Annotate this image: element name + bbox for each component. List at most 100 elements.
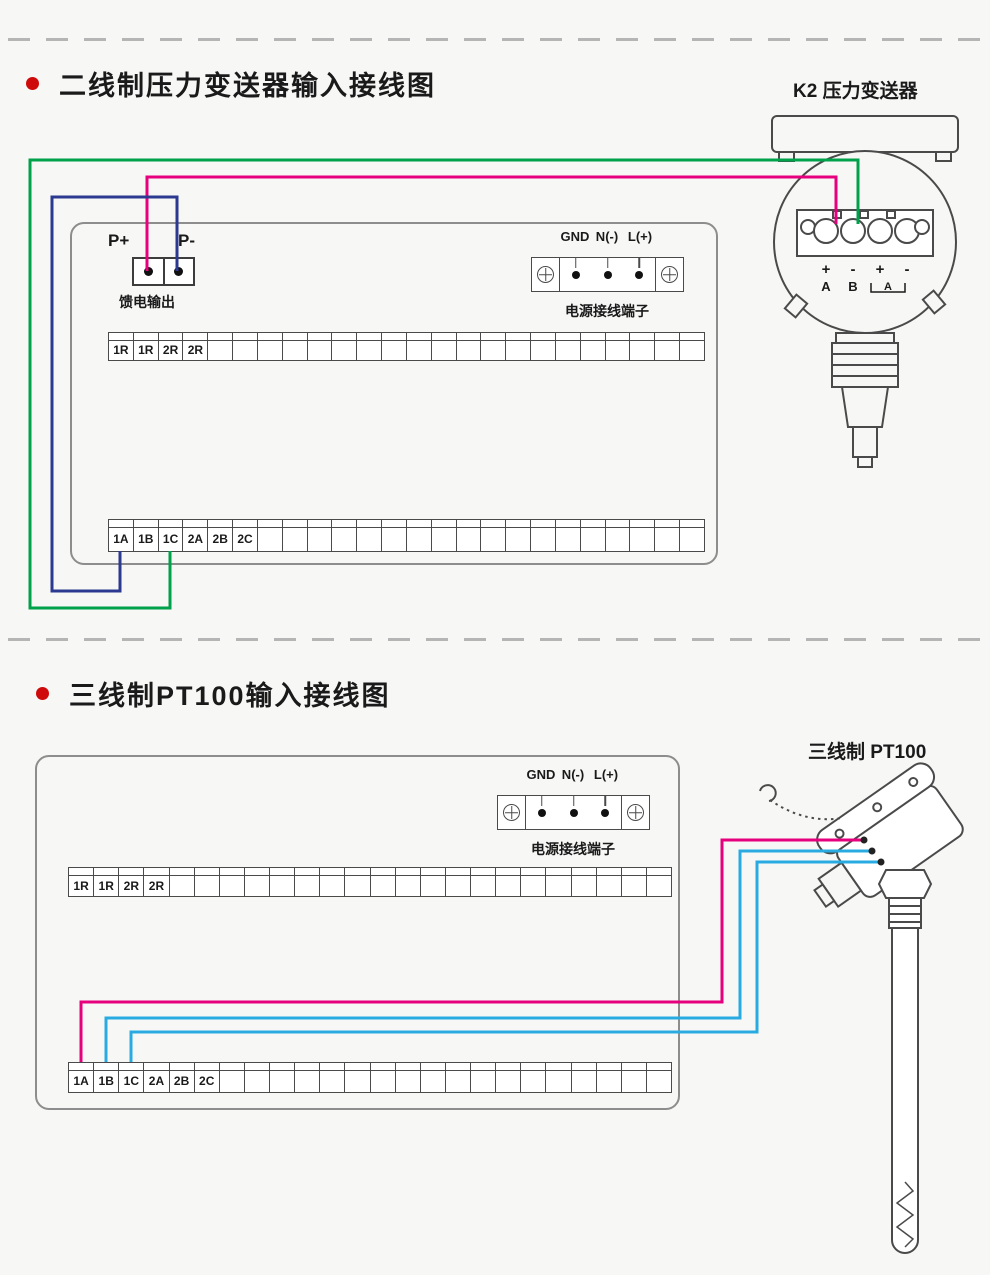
terminal-empty <box>606 333 631 360</box>
terminal-empty <box>382 333 407 360</box>
strip-band <box>69 1070 671 1071</box>
terminal-empty <box>407 333 432 360</box>
threaded-fitting <box>888 897 922 929</box>
terminal-1C: 1C <box>119 1063 145 1092</box>
neck-collar <box>835 332 895 344</box>
terminal-empty <box>382 520 407 551</box>
terminal-1A: 1A <box>69 1063 95 1092</box>
terminal-2B: 2B <box>208 520 234 551</box>
terminal-empty <box>258 520 283 551</box>
terminal-screw-small <box>914 219 930 235</box>
housing-bolt-right <box>921 289 947 315</box>
terminal-empty <box>332 333 358 360</box>
terminal-empty <box>446 868 471 896</box>
terminal-2A: 2A <box>183 520 209 551</box>
power-terminal-block-2 <box>497 795 650 830</box>
terminal-empty <box>597 868 622 896</box>
terminal-2R: 2R <box>159 333 184 360</box>
divider-middle <box>8 638 982 641</box>
terminal-empty <box>647 868 671 896</box>
terminal-empty <box>432 520 457 551</box>
terminal-empty <box>655 333 681 360</box>
terminal-2A: 2A <box>144 1063 170 1092</box>
terminal-dot <box>143 267 153 276</box>
terminal-empty <box>581 333 606 360</box>
relay-terminal-strip-1: 1R 1R 2R 2R <box>108 332 705 361</box>
terminal-screw-small <box>800 219 816 235</box>
terminal-empty <box>421 1063 446 1092</box>
terminal-empty <box>572 1063 597 1092</box>
terminal-empty <box>496 1063 522 1092</box>
threaded-neck <box>831 342 899 388</box>
strip-band <box>109 340 704 341</box>
screw-icon <box>537 266 554 283</box>
terminal-1R: 1R <box>94 868 120 896</box>
terminal-dot <box>537 808 546 817</box>
cable-gland <box>817 861 863 909</box>
power-pin-gnd <box>526 796 558 829</box>
transmitter-housing <box>773 150 957 334</box>
loop-bracket <box>870 283 906 293</box>
terminal-empty <box>357 520 383 551</box>
terminal-empty <box>531 520 556 551</box>
terminal-empty <box>556 333 581 360</box>
power-pin-gnd <box>560 258 592 291</box>
terminal-empty <box>258 333 283 360</box>
strip-band <box>69 875 671 876</box>
cap-tab-right <box>935 151 952 162</box>
power-pin-n <box>592 258 624 291</box>
terminal-2R: 2R <box>144 868 170 896</box>
terminal-empty <box>680 333 704 360</box>
pin-minus-2: - <box>905 261 910 278</box>
probe-sheath <box>891 927 919 1254</box>
input-terminal-strip-2: 1A 1B 1C 2A 2B 2C <box>68 1062 672 1093</box>
terminal-empty <box>320 1063 346 1092</box>
terminal-2C: 2C <box>233 520 258 551</box>
terminal-empty <box>446 1063 471 1092</box>
terminal-empty <box>245 868 270 896</box>
terminal-empty <box>371 1063 396 1092</box>
terminal-empty <box>496 868 522 896</box>
terminal-empty <box>332 520 358 551</box>
clamp <box>832 210 842 219</box>
terminal-dot <box>601 808 610 817</box>
terminal-2R: 2R <box>119 868 145 896</box>
power-terminal-block-1 <box>531 257 684 292</box>
terminal-empty <box>245 1063 270 1092</box>
screw-icon <box>661 266 678 283</box>
feed-terminal-minus <box>165 259 194 284</box>
bullet-icon <box>26 76 39 90</box>
terminal-empty <box>407 520 432 551</box>
terminal-empty <box>308 333 333 360</box>
head-terminal-dot <box>868 847 876 855</box>
terminal-empty <box>546 1063 572 1092</box>
pin-plus-2: + <box>876 261 885 278</box>
head-terminal-dot <box>877 858 885 866</box>
terminal-empty <box>630 520 656 551</box>
terminal-empty <box>457 520 482 551</box>
gnd-label-2: GND <box>526 767 556 782</box>
pt100-label: 三线制 PT100 <box>808 742 927 763</box>
power-terminal-label-2: 电源接线端子 <box>531 841 615 857</box>
cap-tab-left <box>778 151 795 162</box>
terminal-1B: 1B <box>94 1063 120 1092</box>
l-label-1: L(+) <box>627 229 653 244</box>
stem-tip <box>857 456 873 468</box>
terminal-screw <box>813 218 839 244</box>
terminal-empty <box>606 520 631 551</box>
hex-fitting <box>840 386 890 428</box>
terminal-empty <box>357 333 383 360</box>
terminal-empty <box>220 868 245 896</box>
terminal-2B: 2B <box>170 1063 195 1092</box>
terminal-empty <box>481 520 507 551</box>
mount-screw <box>621 796 649 829</box>
bullet-icon <box>36 686 49 700</box>
terminal-dot <box>174 267 184 276</box>
power-pin-l <box>623 258 655 291</box>
terminal-empty <box>521 1063 547 1092</box>
terminal-1R: 1R <box>109 333 134 360</box>
terminal-empty <box>546 868 572 896</box>
power-pins <box>526 796 621 829</box>
terminal-empty <box>270 1063 296 1092</box>
hex-nut <box>877 869 933 899</box>
